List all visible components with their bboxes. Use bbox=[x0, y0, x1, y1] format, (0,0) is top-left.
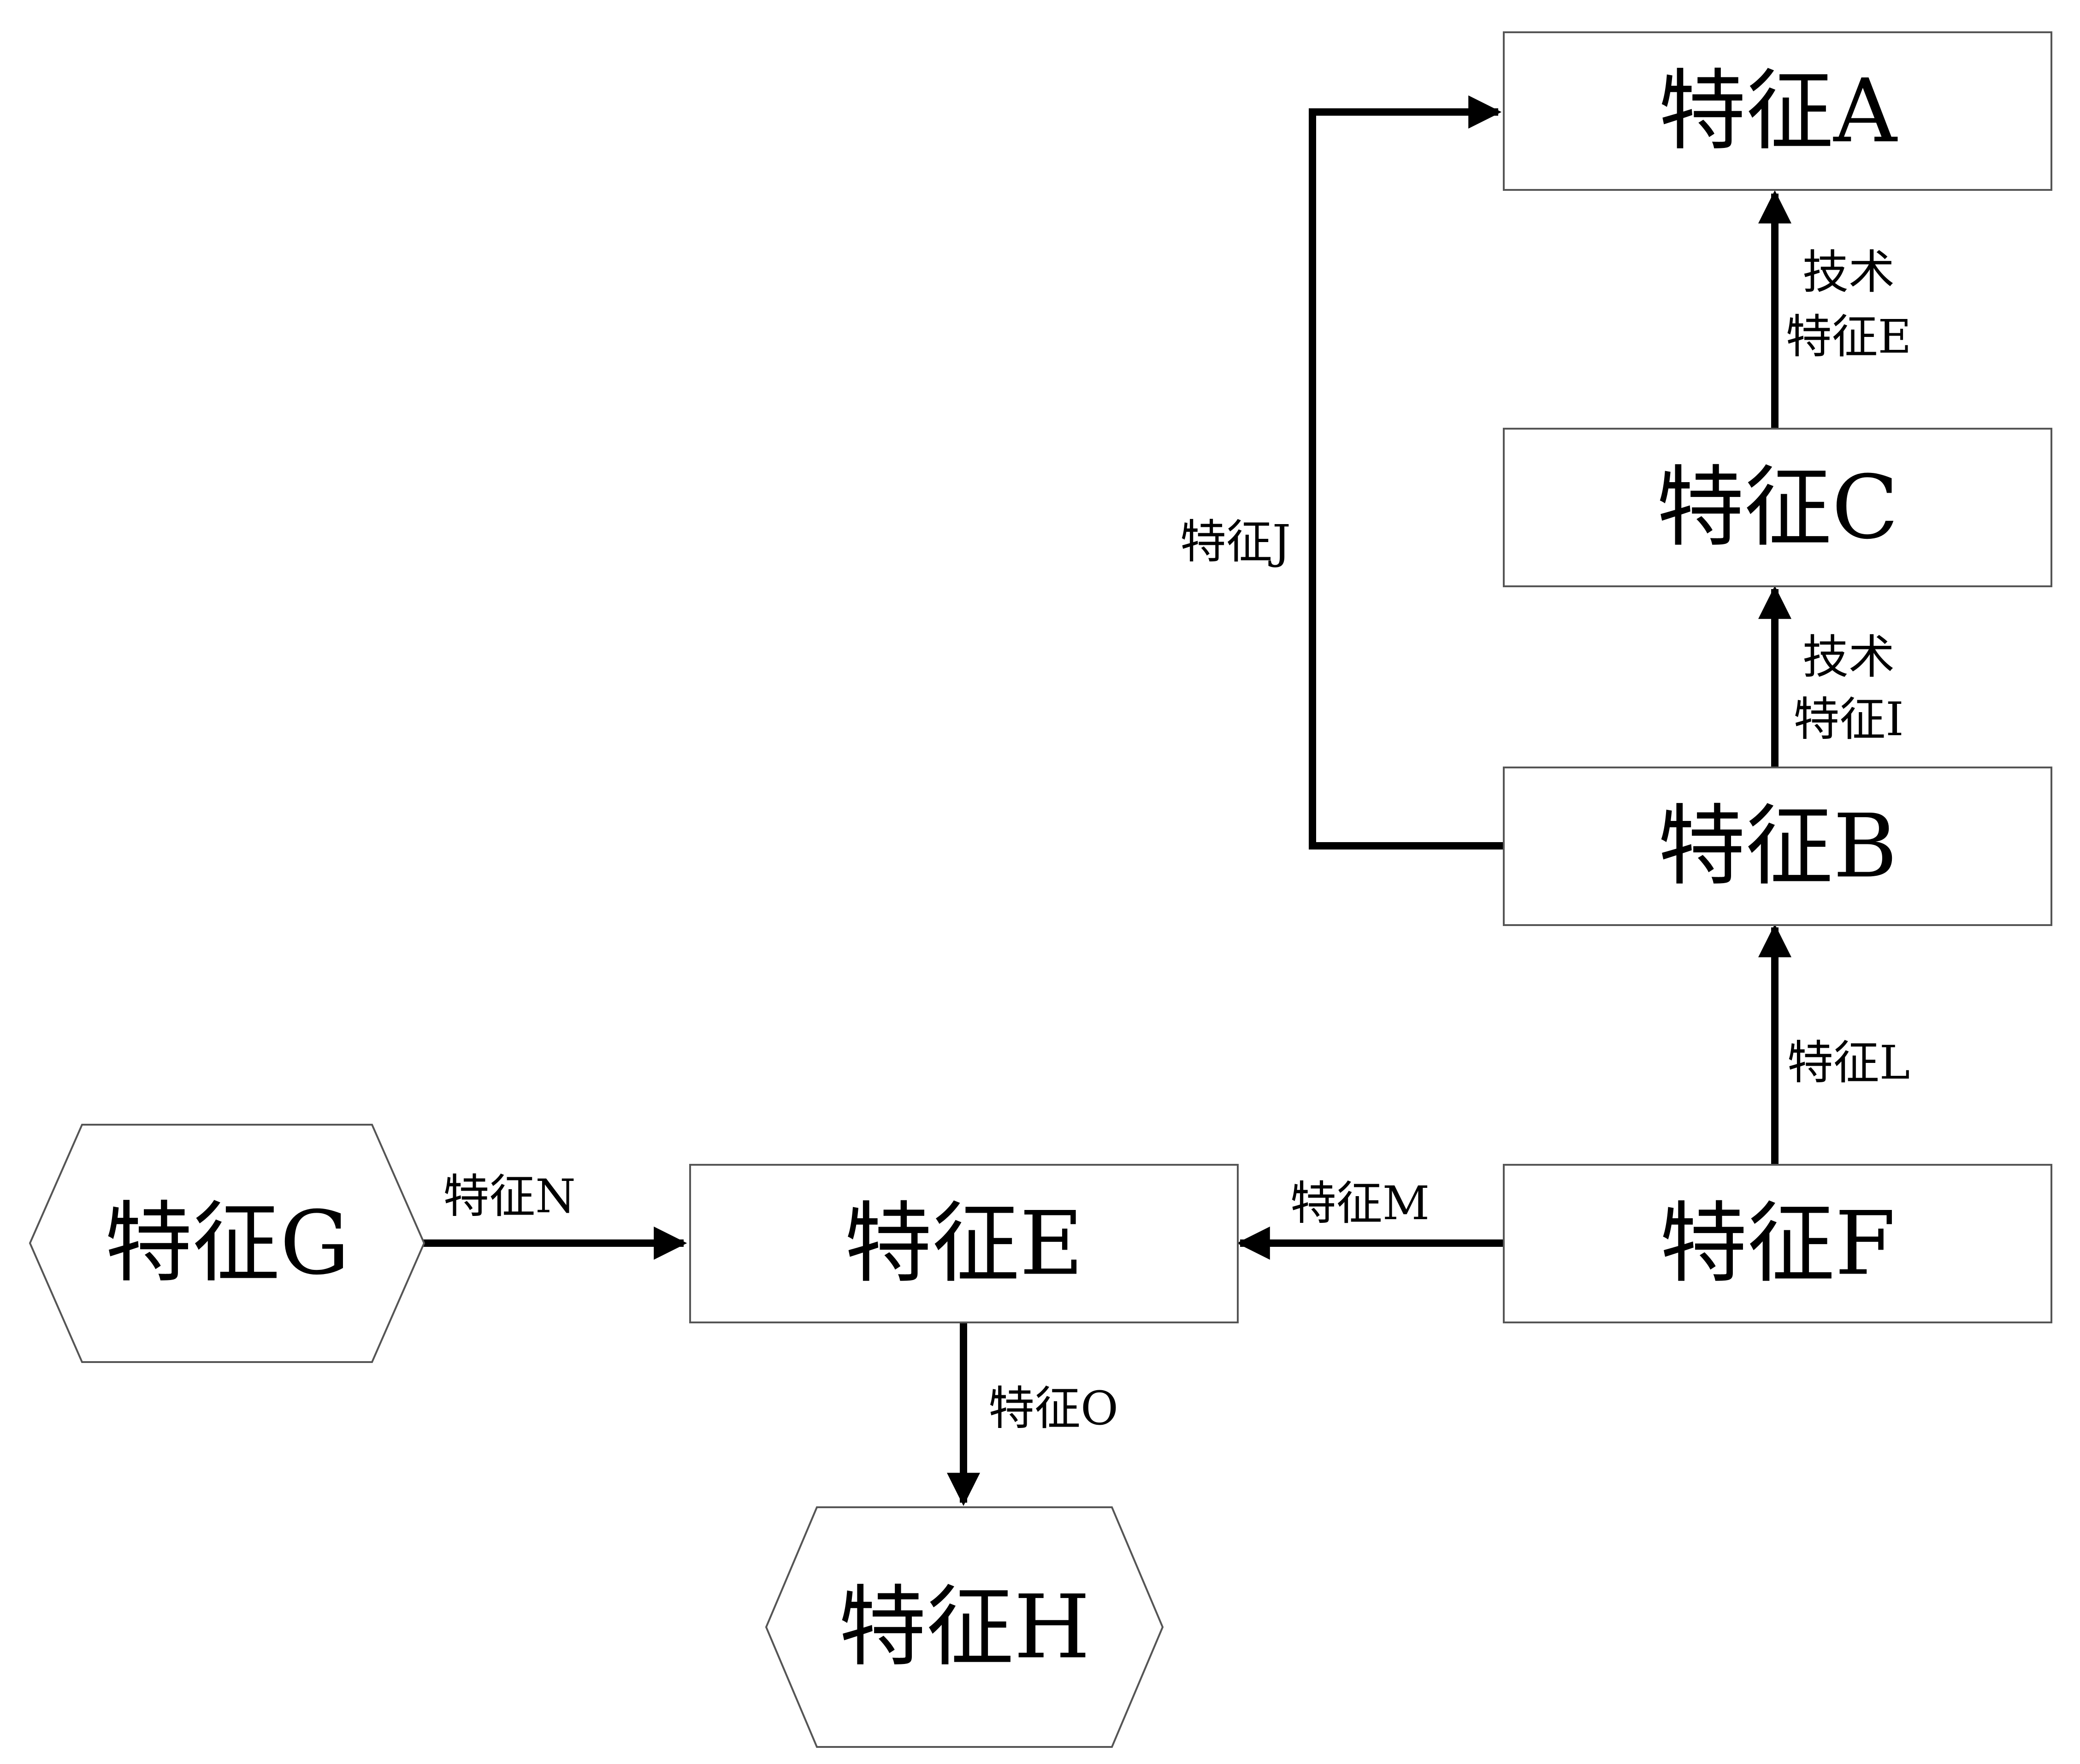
node-label-f: 特征F bbox=[1660, 1193, 1896, 1295]
node-feature-h[interactable]: 特征H bbox=[765, 1506, 1164, 1748]
node-feature-a[interactable]: 特征A bbox=[1503, 31, 2052, 191]
edge-label-b-to-a: 特征J bbox=[1180, 515, 1291, 569]
edge-label-f-to-e: 特征M bbox=[1290, 1176, 1430, 1230]
edge-label-c-to-a-line1: 技术 bbox=[1802, 245, 1895, 299]
edge-c-to-a: 技术 特征E bbox=[1758, 190, 1912, 431]
edge-label-g-to-e: 特征N bbox=[443, 1169, 576, 1223]
node-feature-b[interactable]: 特征B bbox=[1503, 767, 2052, 926]
node-label-g: 特征G bbox=[105, 1192, 350, 1294]
edge-f-to-e: 特征M bbox=[1236, 1176, 1504, 1260]
node-label-e: 特征E bbox=[845, 1193, 1084, 1295]
node-label-h: 特征H bbox=[839, 1576, 1090, 1678]
edge-f-to-b: 特征L bbox=[1758, 924, 1910, 1168]
edge-label-f-to-b: 特征L bbox=[1787, 1036, 1910, 1090]
node-label-a: 特征A bbox=[1658, 60, 1898, 162]
node-feature-c[interactable]: 特征C bbox=[1503, 428, 2052, 587]
edge-label-e-to-h: 特征O bbox=[988, 1381, 1118, 1435]
edge-label-b-to-c-line1: 技术 bbox=[1802, 630, 1895, 684]
edge-label-b-to-c-line2: 特征I bbox=[1793, 692, 1904, 746]
edge-e-to-h: 特征O bbox=[947, 1318, 1118, 1506]
node-label-c: 特征C bbox=[1656, 457, 1898, 559]
node-feature-g[interactable]: 特征G bbox=[29, 1124, 425, 1363]
edge-b-to-c: 技术 特征I bbox=[1758, 585, 1904, 770]
node-label-b: 特征B bbox=[1658, 796, 1897, 897]
edge-b-to-a: 特征J bbox=[1180, 95, 1503, 850]
edge-g-to-e: 特征N bbox=[423, 1169, 687, 1260]
node-feature-f[interactable]: 特征F bbox=[1503, 1164, 2052, 1323]
node-feature-e[interactable]: 特征E bbox=[689, 1164, 1239, 1323]
edge-label-c-to-a-line2: 特征E bbox=[1786, 310, 1912, 364]
